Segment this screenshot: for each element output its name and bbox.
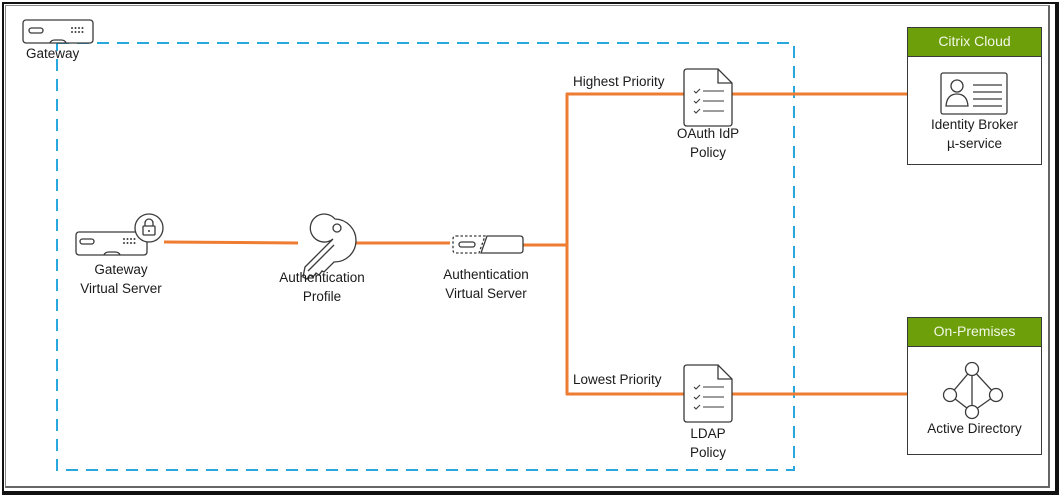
ldap-policy-label-line1: LDAP	[690, 426, 726, 441]
identity-broker-label-line1: Identity Broker	[930, 117, 1019, 132]
gateway-vserver-label: Gateway Virtual Server	[62, 260, 180, 298]
auth-vserver-label-line2: Virtual Server	[445, 286, 527, 301]
gateway-label: Gateway	[26, 46, 80, 61]
identity-broker-label: Identity Broker µ-service	[908, 115, 1041, 153]
policy-document-icon	[683, 364, 733, 423]
identity-card-icon	[940, 72, 1008, 115]
auth-vserver-label-line1: Authentication	[443, 267, 529, 282]
citrix-cloud-zone: Citrix Cloud Identity Broker µ-service	[907, 27, 1042, 165]
ldap-policy-label: LDAP Policy	[658, 424, 758, 462]
connector-gateway-to-profile	[163, 240, 299, 245]
connectors	[163, 92, 943, 396]
active-directory-label: Active Directory	[927, 421, 1022, 436]
policy-document-icon	[683, 68, 733, 127]
gateway-vserver-label-line2: Virtual Server	[80, 281, 162, 296]
highest-priority-label: Highest Priority	[573, 74, 665, 89]
on-premises-zone-header: On-Premises	[908, 318, 1041, 347]
gateway-vserver-lock-icon	[75, 213, 164, 256]
auth-vserver-label: Authentication Virtual Server	[426, 265, 546, 303]
auth-profile-label-line1: Authentication	[279, 270, 365, 285]
gateway-boundary	[56, 42, 795, 471]
oauth-policy-label-line1: OAuth IdP	[676, 126, 740, 141]
auth-profile-label: Authentication Profile	[262, 268, 382, 306]
directory-network-icon	[942, 361, 1004, 420]
on-premises-zone: On-Premises Active Directory	[907, 317, 1042, 455]
key-icon	[302, 213, 357, 280]
oauth-policy-label-line2: Policy	[689, 145, 726, 160]
virtual-server-icon	[452, 235, 524, 254]
ldap-policy-label-line2: Policy	[689, 445, 726, 460]
identity-broker-label-line2: µ-service	[946, 136, 1003, 151]
gateway-vserver-label-line1: Gateway	[94, 262, 148, 277]
diagram-inner-frame	[5, 5, 1050, 488]
oauth-policy-label: OAuth IdP Policy	[658, 124, 758, 162]
lowest-priority-label: Lowest Priority	[573, 372, 662, 387]
auth-profile-label-line2: Profile	[302, 289, 342, 304]
citrix-cloud-zone-header: Citrix Cloud	[908, 28, 1041, 57]
gateway-appliance-icon	[22, 19, 94, 44]
